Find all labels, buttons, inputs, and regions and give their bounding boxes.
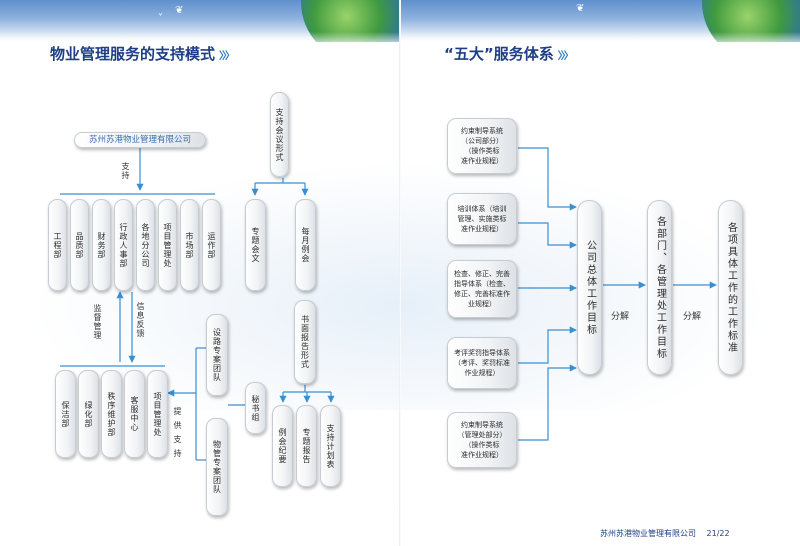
system-text-2: 培训体系（培训 管理、实施类标 准作业规程） bbox=[451, 198, 513, 240]
topic-meeting-box: 专题会文 bbox=[245, 199, 266, 291]
property-team-box: 物管专案团队 bbox=[206, 418, 228, 516]
page-title-right: “五大”服务体系〉〉〉 bbox=[444, 43, 574, 64]
func-greening: 绿化部 bbox=[78, 370, 99, 458]
specific-standard-box: 各项具体工作的工作标准 bbox=[718, 200, 743, 375]
system-line: 约束制导系统 bbox=[461, 421, 503, 429]
system-text-5: 约束制导系统 （管理处部分） （操作类标 准作业规程） bbox=[451, 417, 513, 463]
func-order: 秩序维护部 bbox=[101, 370, 122, 458]
chevrons-icon: 〉〉〉 bbox=[557, 51, 574, 62]
system-line: 指导体系（检查、 bbox=[454, 280, 510, 288]
system-line: 考评奖罚指导体系 bbox=[454, 349, 510, 357]
supervision-label: 监督管理 bbox=[93, 304, 102, 340]
bird-icon: ❦ bbox=[175, 5, 184, 16]
dept-engineering: 工程部 bbox=[48, 199, 67, 291]
system-box-1: 约束制导系统 （公司部分） （操作类标 准作业规程） bbox=[447, 118, 517, 174]
link-system-4 bbox=[518, 326, 577, 364]
system-line: 准作业规程） bbox=[461, 225, 503, 233]
link-system-1 bbox=[518, 147, 577, 211]
system-line: （考评、奖罚标准 bbox=[454, 359, 510, 367]
company-box: 苏州苏港物业管理有限公司 bbox=[74, 132, 206, 148]
footer-company: 苏州苏港物业管理有限公司 bbox=[600, 529, 696, 538]
func-service-center: 客服中心 bbox=[124, 370, 145, 458]
project-office-box: 项目管理处 bbox=[147, 370, 168, 458]
setup-team-box: 设路专案团队 bbox=[206, 314, 228, 396]
system-line: （操作类标 bbox=[464, 147, 500, 155]
page-title-left: 物业管理服务的支持模式〉〉〉 bbox=[50, 43, 235, 64]
decompose-label-1: 分解 bbox=[611, 312, 630, 322]
system-line: 约束制导系统 bbox=[461, 127, 503, 135]
dept-quality: 品质部 bbox=[70, 199, 89, 291]
bird-icon: ❦ bbox=[576, 3, 585, 14]
dept-project-office: 项目管理处 bbox=[158, 199, 177, 291]
system-box-5: 约束制导系统 （管理处部分） （操作类标 准作业规程） bbox=[447, 412, 517, 468]
system-line: 管理、实施类标 bbox=[457, 215, 507, 223]
monthly-meeting-box: 每月例会 bbox=[295, 199, 316, 291]
system-line: （公司部分） bbox=[461, 137, 503, 145]
system-box-3: 检查、修正、完善 指导体系（检查、 修正、完善标准作 业规程） bbox=[447, 260, 517, 318]
link-system-2 bbox=[518, 222, 577, 249]
system-text-3: 检查、修正、完善 指导体系（检查、 修正、完善标准作 业规程） bbox=[451, 265, 513, 313]
meeting-form-box: 支持会议形式 bbox=[270, 92, 289, 177]
decompose-label-2: 分解 bbox=[683, 312, 702, 322]
secretary-box: 秘书组 bbox=[245, 382, 266, 434]
report-plan: 支持计划表 bbox=[320, 405, 341, 487]
title-text: “五大”服务体系 bbox=[444, 45, 554, 63]
page-number: 21/22 bbox=[706, 529, 730, 538]
header-banner-left: ❦ ˅ bbox=[0, 0, 399, 42]
system-line: 作业规程） bbox=[464, 369, 500, 377]
func-cleaning: 保洁部 bbox=[55, 370, 76, 458]
chevrons-icon: 〉〉〉 bbox=[219, 51, 235, 62]
system-text-1: 约束制导系统 （公司部分） （操作类标 准作业规程） bbox=[451, 123, 513, 169]
system-line: 修正、完善标准作 bbox=[454, 290, 510, 298]
provide-support-label: 提供支持 bbox=[173, 407, 182, 463]
report-minutes: 例会纪要 bbox=[272, 405, 293, 487]
system-line: 准作业规程） bbox=[461, 451, 503, 459]
header-banner-right: ❦ bbox=[401, 0, 800, 42]
system-box-4: 考评奖罚指导体系 （考评、奖罚标准 作业规程） bbox=[447, 337, 517, 389]
company-goal-box: 公司总体工作目标 bbox=[577, 200, 602, 375]
dept-marketing: 市场部 bbox=[180, 199, 199, 291]
system-box-2: 培训体系（培训 管理、实施类标 准作业规程） bbox=[447, 193, 517, 245]
feedback-label: 信息反馈 bbox=[136, 302, 145, 338]
support-label: 支持 bbox=[121, 162, 130, 180]
dept-branches: 各地分公司 bbox=[136, 199, 155, 291]
wave-decoration bbox=[0, 32, 399, 42]
bird-icon: ˅ bbox=[158, 13, 163, 24]
system-line: （操作类标 bbox=[464, 441, 500, 449]
system-line: 培训体系（培训 bbox=[457, 205, 507, 213]
wave-decoration bbox=[401, 32, 800, 42]
page-footer: 苏州苏港物业管理有限公司 21/22 bbox=[600, 528, 730, 539]
title-text: 物业管理服务的支持模式 bbox=[50, 45, 216, 63]
dept-admin-hr: 行政人事部 bbox=[114, 199, 133, 291]
dept-goal-box: 各部门、各管理处工作目标 bbox=[647, 200, 672, 375]
written-report-box: 书面报告形式 bbox=[294, 300, 316, 384]
system-line: 业规程） bbox=[468, 300, 496, 308]
dept-finance: 财务部 bbox=[92, 199, 111, 291]
system-line: 准作业规程） bbox=[461, 157, 503, 165]
page-fold bbox=[399, 0, 401, 546]
link-system-5 bbox=[518, 364, 577, 441]
report-topic: 专题报告 bbox=[296, 405, 317, 487]
system-text-4: 考评奖罚指导体系 （考评、奖罚标准 作业规程） bbox=[451, 342, 513, 384]
dept-operations: 运作部 bbox=[202, 199, 221, 291]
system-line: 检查、修正、完善 bbox=[454, 270, 510, 278]
system-line: （管理处部分） bbox=[457, 431, 507, 439]
